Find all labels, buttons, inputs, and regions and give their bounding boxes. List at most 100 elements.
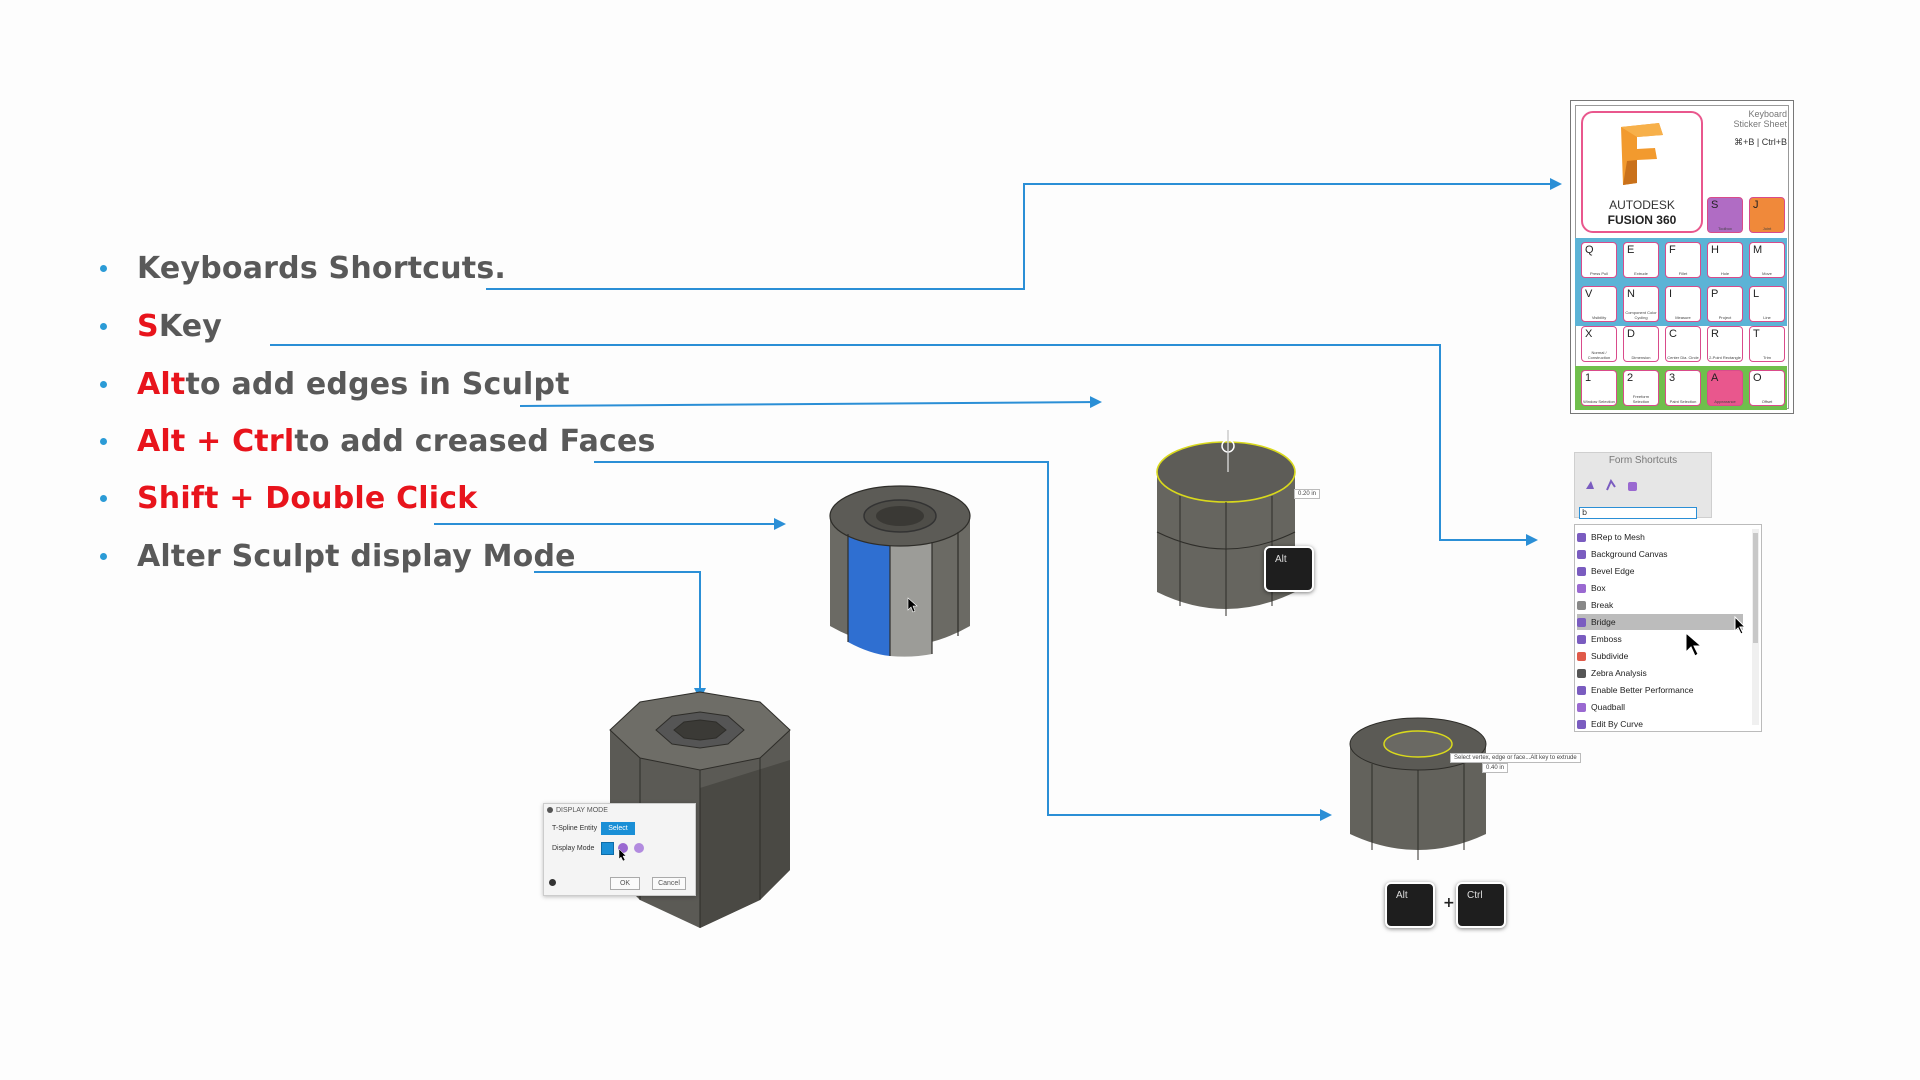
form-shortcut-item[interactable]: Bevel Edge (1577, 563, 1743, 579)
ctrl-key-label: Ctrl (1467, 890, 1483, 901)
select-button[interactable]: Select (601, 822, 635, 835)
sticker-key-letter: I (1669, 288, 1673, 300)
sticker-key-letter: P (1711, 288, 1719, 300)
bullet-text: Key (158, 308, 223, 344)
sticker-key-caption: 2-Point Rectangle (1709, 355, 1741, 360)
form-shortcut-label: Bevel Edge (1591, 566, 1635, 576)
fusion-logo-box: AUTODESK FUSION 360 (1581, 111, 1703, 233)
collapse-icon[interactable] (547, 807, 553, 813)
form-shortcut-item[interactable]: Emboss (1577, 631, 1743, 647)
break-icon (1577, 600, 1586, 610)
bullet-text: Shift + Double Click (137, 480, 478, 516)
extrude-value-field[interactable]: 0.20 in (1294, 489, 1321, 499)
form-shortcut-item[interactable]: Quadball (1577, 699, 1743, 715)
sticker-key-caption: Component Color Cycling (1625, 310, 1657, 320)
sticker-key-letter: X (1585, 328, 1593, 340)
form-shortcut-item[interactable]: Bridge (1577, 614, 1743, 630)
sticker-key-letter: 2 (1627, 372, 1634, 384)
sticker-key-letter: 3 (1669, 372, 1676, 384)
form-shortcut-label: Bridge (1591, 617, 1616, 627)
form-shortcut-item[interactable]: Box (1577, 580, 1743, 596)
sticker-key-caption: Press Pull (1589, 271, 1608, 276)
entity-label: T-Spline Entity (552, 825, 598, 832)
bullet-dot-icon (100, 494, 107, 502)
form-shortcut-item[interactable]: Break (1577, 597, 1743, 613)
form-shortcuts-search[interactable]: b (1579, 507, 1697, 519)
ok-button[interactable]: OK (610, 877, 640, 890)
connector-display-mode (534, 571, 706, 700)
sticker-key-letter: O (1753, 372, 1762, 384)
sticker-key-caption: Appearance (1714, 399, 1736, 404)
sticker-key-letter: H (1711, 244, 1719, 256)
sticker-key-caption: Paint Selection (1669, 399, 1697, 404)
sticker-key-caption: Extrude (1634, 271, 1648, 276)
cursor-icon (907, 597, 918, 613)
sticker-key: R 2-Point Rectangle (1707, 326, 1743, 362)
bullet-dot-icon (100, 380, 107, 388)
bullet-text: S (137, 308, 159, 344)
form-shortcut-label: Box (1591, 583, 1606, 593)
list-scrollbar[interactable] (1752, 529, 1759, 725)
display-mode-dialog: DISPLAY MODE T-Spline Entity Select Disp… (543, 803, 696, 896)
sticker-key-caption: Toolbox (1718, 226, 1732, 231)
form-shortcut-item[interactable]: BRep to Mesh (1577, 529, 1743, 545)
selection-hint: Select vertex, edge or face...Alt key to… (1450, 753, 1581, 763)
bullet-dot-icon (100, 322, 107, 330)
sticker-key-caption: Freeform Selection (1632, 394, 1650, 404)
smooth-mode-icon[interactable] (634, 843, 644, 853)
fusion-logo-icon (1621, 123, 1663, 185)
form-shortcut-item[interactable]: Background Canvas (1577, 546, 1743, 562)
bullet-text: Alter Sculpt display Mode (137, 538, 576, 574)
sticker-key-caption: Joint (1762, 226, 1772, 231)
cylinder-selected-face (829, 485, 971, 657)
brand-autodesk: AUTODESK (1609, 198, 1675, 212)
bullet-item: Alter Sculpt display Mode (100, 536, 576, 576)
form-shortcut-item[interactable]: Subdivide (1577, 648, 1743, 664)
box-mode-icon[interactable] (601, 842, 614, 855)
sticker-key-caption: Normal / Construction (1587, 350, 1611, 360)
bullet-text: to add edges in Sculpt (185, 366, 570, 402)
form-shortcut-item[interactable]: Edit By Curve (1577, 716, 1743, 732)
info-icon[interactable] (549, 879, 556, 886)
bullet-item: Keyboards Shortcuts. (100, 248, 506, 288)
sticker-key-caption: Dimension (1631, 355, 1651, 360)
control-frame-mode-icon[interactable] (618, 843, 628, 853)
sticker-key-letter: Q (1585, 244, 1594, 256)
sheet-shortcut-line: ⌘+B | Ctrl+B (1734, 137, 1787, 147)
cancel-button[interactable]: Cancel (652, 877, 686, 890)
sticker-key-letter: C (1669, 328, 1677, 340)
subdivide-icon (1577, 651, 1586, 661)
sticker-key-caption: Offset (1761, 399, 1773, 404)
extrude-value-field-2[interactable]: 0.40 in (1482, 763, 1509, 773)
form-shortcut-item[interactable]: Zebra Analysis (1577, 665, 1743, 681)
bullet-item: Alt + Ctrl to add creased Faces (100, 421, 656, 461)
select-button-label: Select (608, 825, 628, 832)
performance-icon (1577, 685, 1586, 695)
connector-alt-ctrl (594, 461, 1332, 821)
form-shortcut-label: Enable Better Performance (1591, 685, 1694, 695)
brand-fusion: FUSION 360 (1607, 213, 1677, 227)
quadball-icon (1577, 702, 1586, 712)
plus-sign: + (1443, 895, 1455, 911)
sticker-key-letter: F (1669, 244, 1676, 256)
bevel-edge-icon (1577, 566, 1586, 576)
sticker-key-caption: Center Dia. Circle (1667, 355, 1699, 360)
ctrl-key: Ctrl (1456, 882, 1506, 928)
form-shortcut-label: Edit By Curve (1591, 719, 1643, 729)
bullet-dot-icon (100, 264, 107, 272)
form-shortcut-item[interactable]: Enable Better Performance (1577, 682, 1743, 698)
sheet-title-line2: Sticker Sheet (1733, 119, 1787, 129)
alt-key-label: Alt (1275, 554, 1287, 565)
sticker-key-letter: R (1711, 328, 1719, 340)
